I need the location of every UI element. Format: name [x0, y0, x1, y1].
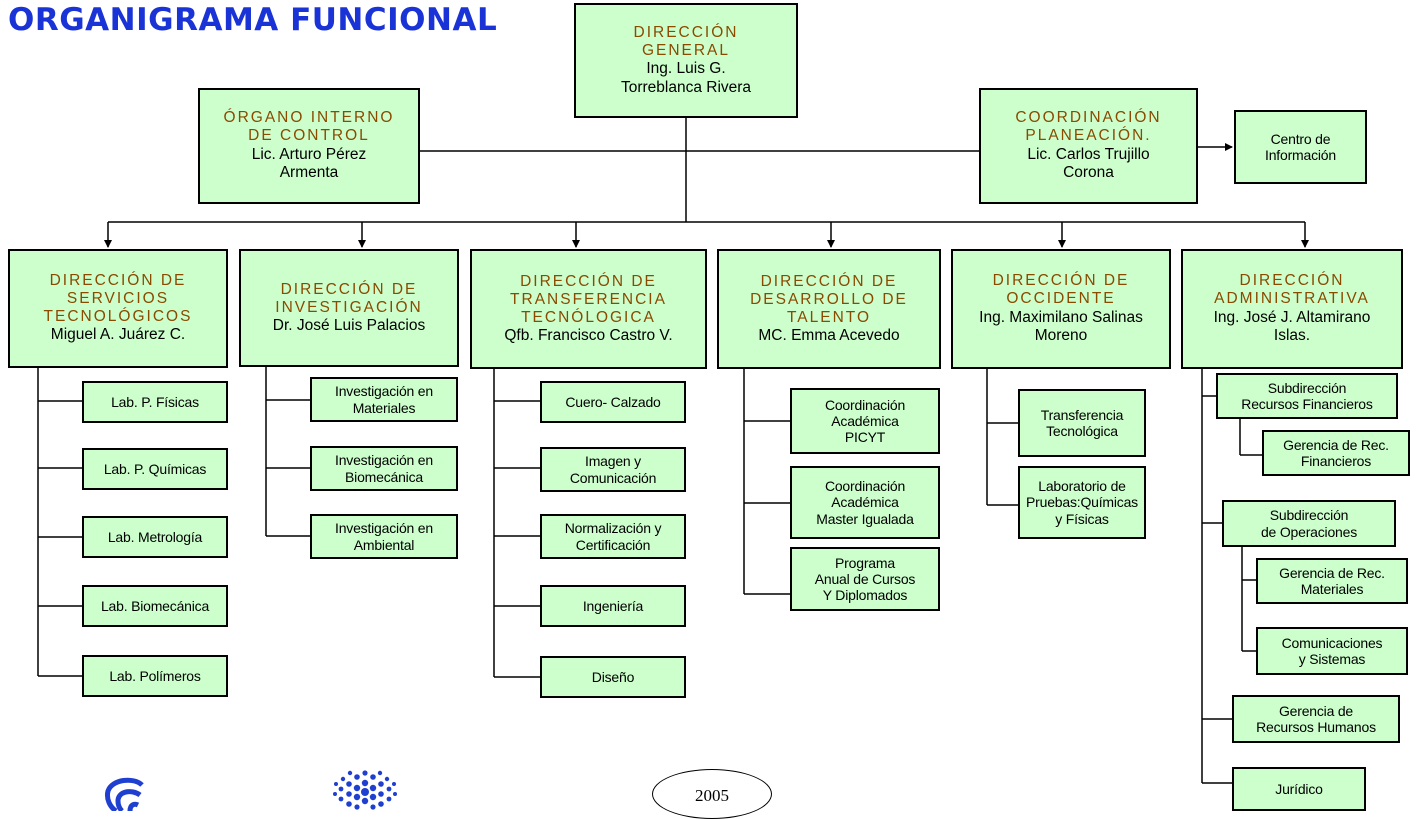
- sub-lab-quimicas[interactable]: Lab. P. Químicas: [82, 448, 228, 490]
- sub-coord-master[interactable]: Coordinación Académica Master Igualada: [790, 466, 940, 539]
- page-title: ORGANIGRAMA FUNCIONAL: [8, 2, 498, 38]
- box-title: ÓRGANO INTERNO DE CONTROL: [223, 109, 395, 145]
- sub-subdireccion-rec-financieros[interactable]: Subdirección Recursos Financieros: [1216, 373, 1398, 419]
- sub-juridico[interactable]: Jurídico: [1232, 767, 1366, 811]
- sub-ingenieria[interactable]: Ingeniería: [540, 585, 686, 627]
- sub-lab-fisicas[interactable]: Lab. P. Físicas: [82, 381, 228, 423]
- sub-lab-polimeros[interactable]: Lab. Polímeros: [82, 655, 228, 697]
- box-person: Miguel A. Juárez C.: [50, 326, 186, 344]
- box-direccion-servicios[interactable]: DIRECCIÓN DE SERVICIOS TECNOLÓGICOS Migu…: [8, 249, 228, 368]
- box-person: Lic. Arturo Pérez Armenta: [251, 145, 367, 182]
- box-person: Ing. Luis G. Torreblanca Rivera: [620, 60, 752, 96]
- box-person: Qfb. Francisco Castro V.: [504, 326, 673, 344]
- box-title: DIRECCIÓN DE TRANSFERENCIA TECNÓLOGICA: [510, 272, 667, 326]
- box-centro-informacion[interactable]: Centro de Información: [1234, 110, 1367, 184]
- sub-gerencia-rec-financieros[interactable]: Gerencia de Rec. Financieros: [1262, 430, 1410, 476]
- sub-gerencia-recursos-humanos[interactable]: Gerencia de Recursos Humanos: [1232, 695, 1400, 743]
- box-title: DIRECCIÓN DE DESARROLLO DE TALENTO: [750, 272, 908, 326]
- sub-comunicaciones-sistemas[interactable]: Comunicaciones y Sistemas: [1256, 627, 1408, 675]
- sub-subdireccion-operaciones[interactable]: Subdirección de Operaciones: [1222, 500, 1396, 547]
- box-title: DIRECCIÓN ADMINISTRATIVA: [1214, 272, 1370, 308]
- sub-cuero-calzado[interactable]: Cuero- Calzado: [540, 381, 686, 423]
- wave-logo-icon: [105, 777, 144, 811]
- year-badge: 2005: [652, 769, 772, 819]
- box-direccion-desarrollo[interactable]: DIRECCIÓN DE DESARROLLO DE TALENTO MC. E…: [717, 249, 941, 369]
- sub-inv-ambiental[interactable]: Investigación en Ambiental: [310, 514, 458, 559]
- sub-imagen-comunicacion[interactable]: Imagen y Comunicación: [540, 447, 686, 492]
- box-direccion-general[interactable]: DIRECCIÓN GENERAL Ing. Luis G. Torreblan…: [574, 3, 798, 118]
- circle-dots-logo-icon: [333, 770, 397, 810]
- box-direccion-investigacion[interactable]: DIRECCIÓN DE INVESTIGACIÓN Dr. José Luis…: [239, 249, 459, 367]
- box-title: COORDINACIÓN PLANEACIÓN.: [1015, 109, 1162, 145]
- sub-coord-picyt[interactable]: Coordinación Académica PICYT: [790, 388, 940, 454]
- sub-lab-biomecanica[interactable]: Lab. Biomecánica: [82, 585, 228, 627]
- sub-lab-metrologia[interactable]: Lab. Metrología: [82, 516, 228, 558]
- sub-gerencia-rec-materiales[interactable]: Gerencia de Rec. Materiales: [1256, 558, 1408, 604]
- box-title: DIRECCIÓN DE OCCIDENTE: [992, 272, 1130, 308]
- sub-programa-anual[interactable]: Programa Anual de Cursos Y Diplomados: [790, 547, 940, 611]
- box-title: DIRECCIÓN DE SERVICIOS TECNOLÓGICOS: [43, 272, 193, 326]
- sub-inv-biomecanica[interactable]: Investigación en Biomecánica: [310, 446, 458, 491]
- box-person: Ing. José J. Altamirano Islas.: [1213, 308, 1371, 345]
- sub-diseno[interactable]: Diseño: [540, 656, 686, 698]
- box-person: Dr. José Luis Palacios: [272, 316, 426, 334]
- sub-inv-materiales[interactable]: Investigación en Materiales: [310, 377, 458, 422]
- box-coordinacion-planeacion[interactable]: COORDINACIÓN PLANEACIÓN. Lic. Carlos Tru…: [979, 88, 1198, 204]
- box-direccion-administrativa[interactable]: DIRECCIÓN ADMINISTRATIVA Ing. José J. Al…: [1181, 249, 1403, 369]
- box-person: MC. Emma Acevedo: [758, 326, 900, 344]
- box-person: Lic. Carlos Trujillo Corona: [1027, 145, 1150, 182]
- sub-laboratorio-pruebas[interactable]: Laboratorio de Pruebas:Químicas y Física…: [1018, 466, 1146, 539]
- box-direccion-transferencia[interactable]: DIRECCIÓN DE TRANSFERENCIA TECNÓLOGICA Q…: [470, 249, 707, 369]
- box-organo-interno-control[interactable]: ÓRGANO INTERNO DE CONTROL Lic. Arturo Pé…: [198, 88, 420, 204]
- sub-normalizacion[interactable]: Normalización y Certificación: [540, 514, 686, 559]
- sub-transferencia-tecnologica[interactable]: Transferencia Tecnológica: [1018, 389, 1146, 457]
- box-person: Ing. Maximilano Salinas Moreno: [979, 308, 1143, 345]
- box-direccion-occidente[interactable]: DIRECCIÓN DE OCCIDENTE Ing. Maximilano S…: [951, 249, 1171, 369]
- box-title: DIRECCIÓN DE INVESTIGACIÓN: [275, 280, 423, 316]
- box-title: DIRECCIÓN GENERAL: [633, 23, 739, 59]
